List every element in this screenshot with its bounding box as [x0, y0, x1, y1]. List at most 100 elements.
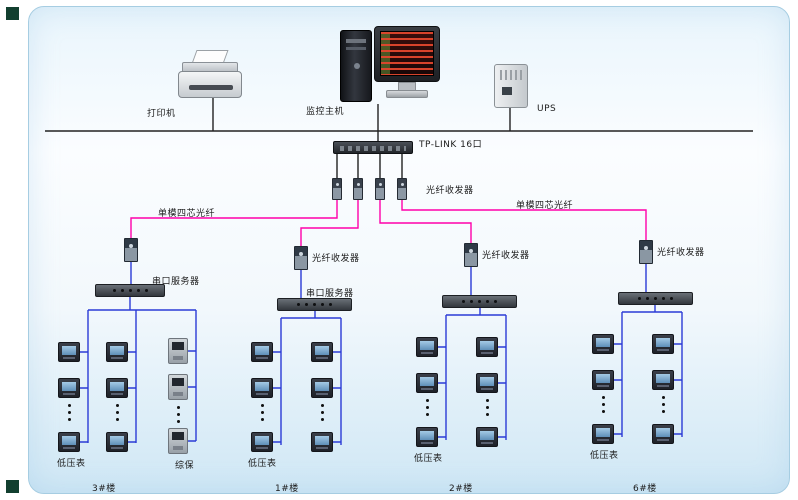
drive-bay: [346, 39, 366, 43]
building-label-4: 6#楼: [633, 484, 657, 494]
continuation-dots: [116, 418, 119, 421]
computer-tower: [340, 30, 372, 102]
device-screen: [172, 378, 184, 386]
device-screen: [110, 382, 124, 391]
host-label: 监控主机: [306, 107, 345, 117]
continuation-dots: [486, 399, 489, 402]
device-screen: [255, 436, 269, 445]
continuation-dots: [426, 406, 429, 409]
power-meter-device: [251, 432, 273, 452]
continuation-dots: [321, 411, 324, 414]
fiber-transceiver: [375, 178, 385, 200]
device-screen: [480, 377, 494, 386]
continuation-dots: [68, 404, 71, 407]
serial-server-group4: [618, 292, 693, 305]
group4-transceiver-label: 光纤收发器: [657, 248, 705, 258]
power-meter-device: [592, 370, 614, 390]
power-meter-device: [106, 342, 128, 362]
device-screen: [480, 341, 494, 350]
device-screen: [596, 374, 610, 383]
power-meter-device: [311, 432, 333, 452]
drive-bay: [346, 47, 366, 50]
power-meter-device: [592, 424, 614, 444]
power-meter-device: [311, 378, 333, 398]
group2-server-label: 串口服务器: [306, 289, 354, 299]
fiber-transceiver-group2: [294, 246, 308, 270]
bus-lines: [45, 96, 753, 178]
power-button: [354, 63, 360, 69]
group1-relay-label: 综保: [175, 461, 195, 471]
device-screen: [110, 436, 124, 445]
switch-label: TP-LINK 16口: [419, 140, 483, 150]
continuation-dots: [261, 418, 264, 421]
continuation-dots: [662, 403, 665, 406]
fiber-transceiver-group1: [124, 238, 138, 262]
fiber-transceiver-label: 光纤收发器: [426, 186, 474, 196]
power-meter-device: [106, 378, 128, 398]
group2-transceiver-label: 光纤收发器: [312, 254, 360, 264]
power-meter-device: [58, 378, 80, 398]
fiber-transceiver: [332, 178, 342, 200]
continuation-dots: [662, 410, 665, 413]
power-meter-device: [592, 334, 614, 354]
serial-server-group3: [442, 295, 517, 308]
continuation-dots: [261, 404, 264, 407]
device-screen: [596, 428, 610, 437]
device-screen: [420, 431, 434, 440]
device-screen: [315, 382, 329, 391]
power-meter-device: [416, 337, 438, 357]
power-meter-device: [106, 432, 128, 452]
power-meter-device: [476, 427, 498, 447]
monitor-screen: [380, 31, 434, 76]
monitor: [374, 26, 440, 102]
power-meter-device: [311, 342, 333, 362]
continuation-dots: [602, 403, 605, 406]
continuation-dots: [426, 399, 429, 402]
protection-relay-device: [168, 428, 188, 454]
device-screen: [656, 428, 670, 437]
watermark-square-bottom: [6, 480, 19, 493]
building-label-3: 2#楼: [449, 484, 473, 494]
continuation-dots: [602, 410, 605, 413]
monitor-bezel: [374, 26, 440, 82]
device-screen: [172, 432, 184, 440]
building-label-1: 3#楼: [92, 484, 116, 494]
continuation-dots: [177, 413, 180, 416]
device-screen: [656, 338, 670, 347]
power-meter-device: [58, 432, 80, 452]
fiber-transceiver-group3: [464, 243, 478, 267]
continuation-dots: [177, 420, 180, 423]
group2-meter-label: 低压表: [248, 459, 277, 469]
continuation-dots: [321, 404, 324, 407]
device-screen: [596, 338, 610, 347]
power-meter-device: [58, 342, 80, 362]
power-meter-device: [476, 373, 498, 393]
device-screen: [315, 346, 329, 355]
fiber-transceiver-group4: [639, 240, 653, 264]
continuation-dots: [116, 411, 119, 414]
continuation-dots: [116, 404, 119, 407]
device-screen: [315, 436, 329, 445]
ups-unit: [494, 64, 528, 108]
device-screen: [62, 346, 76, 355]
device-screen: [420, 341, 434, 350]
protection-relay-device: [168, 338, 188, 364]
device-screen: [255, 382, 269, 391]
power-meter-device: [476, 337, 498, 357]
power-meter-device: [652, 370, 674, 390]
power-meter-device: [416, 427, 438, 447]
serial-server-group1: [95, 284, 165, 297]
serial-lines: [80, 262, 683, 445]
group1-meter-label: 低压表: [57, 459, 86, 469]
fiber-right-label: 单模四芯光纤: [516, 201, 574, 211]
continuation-dots: [261, 411, 264, 414]
device-screen: [62, 436, 76, 445]
group3-meter-label: 低压表: [414, 454, 443, 464]
fiber-left-label: 单模四芯光纤: [158, 209, 216, 219]
power-meter-device: [652, 424, 674, 444]
ups-vents: [500, 70, 524, 80]
continuation-dots: [68, 411, 71, 414]
device-screen: [62, 382, 76, 391]
